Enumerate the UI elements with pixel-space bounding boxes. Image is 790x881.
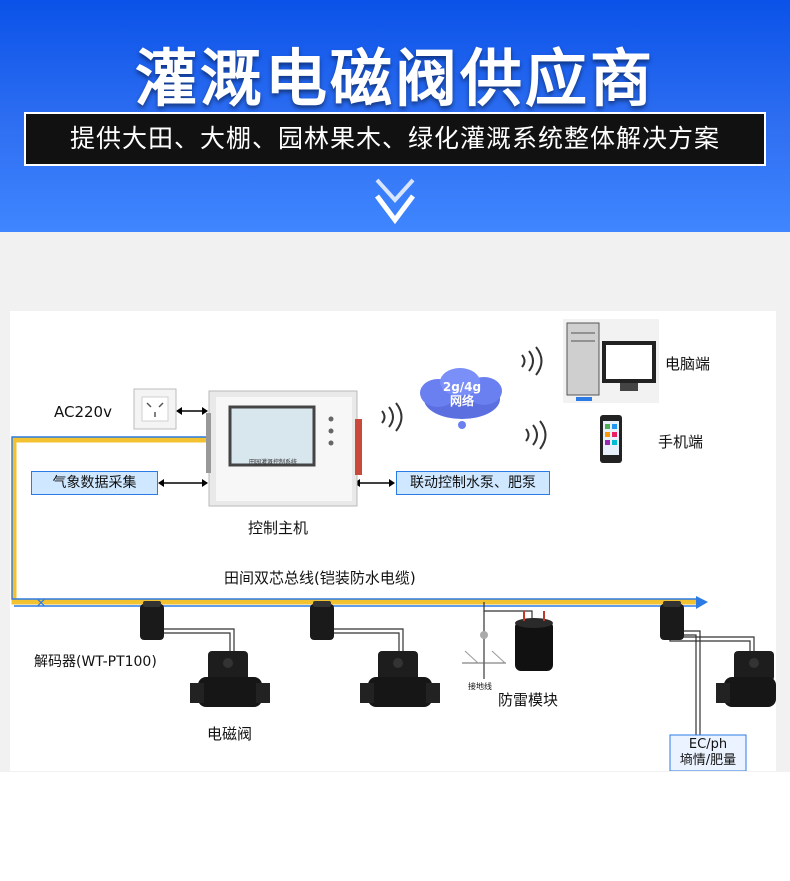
wall-socket-icon: [133, 388, 177, 430]
network-cloud-icon: [420, 368, 502, 429]
lightning-module-label: 防雷模块: [498, 691, 559, 709]
bus-cable: ✕: [11, 436, 708, 610]
solenoid-valve-1: [190, 651, 270, 707]
solenoid-valve-label: 电磁阀: [207, 725, 253, 743]
lightning-protection-module: [515, 611, 553, 671]
svg-text:✕: ✕: [36, 596, 46, 610]
ground-rod-icon: [462, 631, 506, 679]
solenoid-valve-3: [716, 651, 776, 707]
decoder-label: 解码器(WT-PT100): [34, 654, 157, 670]
sensor-box-frame: [669, 734, 747, 771]
sensor-label: EC/ph 墒情/肥量: [672, 737, 744, 769]
control-host-label: 控制主机: [248, 519, 309, 537]
decoder-3: [660, 601, 684, 640]
page-title: 灌溉电磁阀供应商: [134, 42, 655, 115]
system-diagram: ✕: [10, 311, 776, 771]
computer-icon: [563, 319, 659, 403]
header-banner: 灌溉电磁阀供应商 提供大田、大棚、园林果木、绿化灌溉系统整体解决方案: [0, 0, 790, 232]
pc-label: 电脑端: [665, 355, 711, 373]
network-line2: 网络: [449, 394, 474, 408]
subtitle-bar: 提供大田、大棚、园林果木、绿化灌溉系统整体解决方案: [24, 112, 766, 166]
decoder-2: [310, 601, 334, 640]
host-screen-text: 田园灌溉控制系统: [248, 459, 297, 466]
phone-label: 手机端: [658, 433, 704, 451]
power-label: AC220v: [54, 403, 112, 421]
phone-icon: [600, 415, 622, 463]
network-line1: 2g/4g: [442, 380, 482, 394]
network-label: 2g/4g 网络: [430, 380, 494, 408]
sensor-line1: EC/ph: [688, 737, 728, 752]
chevron-down-icon: [375, 178, 415, 225]
weather-data-box: 气象数据采集: [31, 471, 158, 495]
arrow-host-pump: [354, 479, 395, 487]
sensor-line2: 墒情/肥量: [679, 753, 737, 768]
arrow-socket-host: [176, 407, 208, 415]
solenoid-valve-2: [360, 651, 440, 707]
control-host-device: [206, 390, 362, 507]
ground-label: 接地线: [468, 682, 492, 691]
arrow-weather-host: [158, 479, 208, 487]
decoder-1: [140, 601, 164, 640]
wireless-signal-icon: [381, 346, 547, 450]
bus-label: 田间双芯总线(铠装防水电缆): [224, 569, 416, 587]
pump-control-box: 联动控制水泵、肥泵: [396, 471, 550, 495]
